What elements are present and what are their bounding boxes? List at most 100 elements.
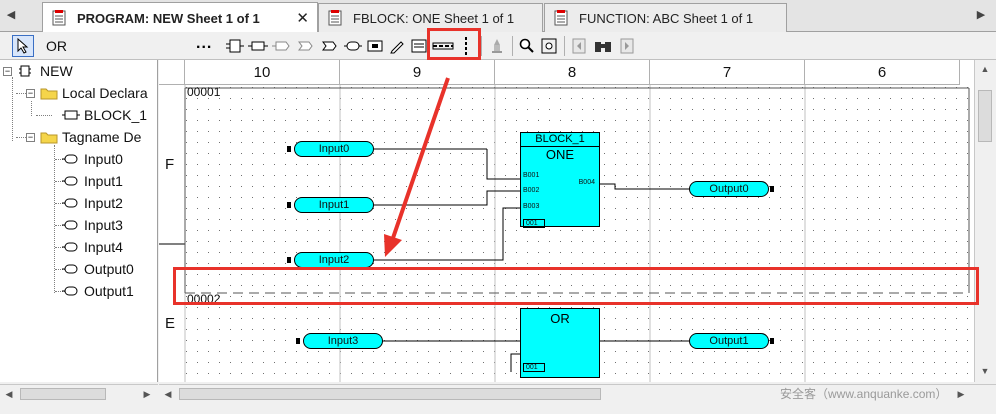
scroll-up-icon[interactable]: ▲ <box>980 64 990 74</box>
scroll-thumb[interactable] <box>20 388 106 400</box>
vertical-line-button[interactable] <box>459 35 473 57</box>
tree-label: Input2 <box>84 195 123 211</box>
tree-connector <box>36 115 52 116</box>
input-tag[interactable]: Input2 <box>294 252 374 268</box>
tree-label: Output0 <box>84 261 134 277</box>
tree-connector <box>16 137 28 138</box>
tree-item-tagname-declarations[interactable]: Tagname De <box>40 126 141 148</box>
draw-wire-button[interactable] <box>387 35 407 57</box>
select-pointer-button[interactable] <box>12 35 34 57</box>
prev-sheet-button[interactable] <box>570 35 588 57</box>
scroll-thumb[interactable] <box>179 388 601 400</box>
comment-button[interactable] <box>409 35 429 57</box>
canvas-vertical-scrollbar[interactable]: ▲ ▼ <box>974 60 996 382</box>
input-tag[interactable]: Input3 <box>303 333 383 349</box>
tree-item-tag[interactable]: Input3 <box>62 214 123 236</box>
close-icon[interactable]: ✕ <box>296 10 309 27</box>
function-sheet-icon <box>553 10 569 26</box>
tag-oval-button[interactable] <box>343 35 363 57</box>
tab-function-abc[interactable]: FUNCTION: ABC Sheet 1 of 1 <box>544 3 787 32</box>
toolbar: ... <box>0 32 996 60</box>
tab-program-new[interactable]: PROGRAM: NEW Sheet 1 of 1 ✕ <box>42 2 318 33</box>
block-name-input[interactable] <box>42 35 188 56</box>
tree-item-tag[interactable]: Input1 <box>62 170 123 192</box>
variable-in-button[interactable] <box>271 35 293 57</box>
tree-item-root[interactable]: NEW <box>18 60 73 82</box>
tab-scroll-left-icon[interactable]: ◀ <box>6 9 16 21</box>
find-button[interactable] <box>592 35 614 57</box>
column-header: 7 <box>650 60 805 85</box>
block-type-name: OR <box>550 311 570 326</box>
program-icon <box>18 64 36 78</box>
tag-oval-out-icon <box>62 284 80 298</box>
tree-connector <box>55 203 67 204</box>
block-type-name: ONE <box>545 147 575 162</box>
browse-button[interactable]: ... <box>196 35 213 52</box>
next-sheet-button[interactable] <box>618 35 636 57</box>
input-tag[interactable]: Input0 <box>294 141 374 157</box>
tree-label: Input0 <box>84 151 123 167</box>
constant-button[interactable] <box>365 35 385 57</box>
tree-item-tag[interactable]: Input4 <box>62 236 123 258</box>
tag-oval-icon <box>62 218 80 232</box>
function-block-or[interactable]: OR 001 <box>520 308 600 378</box>
tree-horizontal-scrollbar[interactable]: ◀ ▶ <box>0 384 158 402</box>
output-tag[interactable]: Output0 <box>689 181 769 197</box>
tab-label: FBLOCK: ONE Sheet 1 of 1 <box>353 10 515 26</box>
scroll-left-icon[interactable]: ◀ <box>164 389 172 399</box>
tree-connector <box>12 77 13 141</box>
horizontal-line-button[interactable] <box>431 35 455 57</box>
tab-label: FUNCTION: ABC Sheet 1 of 1 <box>579 10 754 26</box>
tab-bar: ◀ PROGRAM: NEW Sheet 1 of 1 ✕ FBLOCK: ON… <box>0 0 996 33</box>
tag-oval-icon <box>62 240 80 254</box>
input-tag[interactable]: Input1 <box>294 197 374 213</box>
toolbar-separator <box>512 36 513 56</box>
diagram-canvas[interactable]: 10 9 8 7 6 F E 00001 00002 Input0 Input1… <box>159 60 974 382</box>
block-icon <box>226 39 244 53</box>
collapse-local-icon[interactable]: − <box>26 88 35 98</box>
block-pin: B001 <box>523 172 540 179</box>
tree-item-tag[interactable]: Input2 <box>62 192 123 214</box>
compile-button[interactable] <box>486 35 508 57</box>
tree-item-tag[interactable]: Input0 <box>62 148 123 170</box>
oval-icon <box>344 41 362 51</box>
function-block-one[interactable]: BLOCK_1 ONE B001 B002 B003 B004 001 <box>520 132 600 228</box>
binoculars-icon <box>595 42 611 52</box>
column-header: 8 <box>495 60 650 85</box>
scroll-thumb[interactable] <box>978 90 992 142</box>
canvas-horizontal-scrollbar[interactable]: ◀ ▶ <box>159 384 996 402</box>
tree-item-tag[interactable]: Output0 <box>62 258 134 280</box>
tree-label: Local Declara <box>62 85 148 101</box>
tree-item-tag[interactable]: Output1 <box>62 280 134 302</box>
function-block-button[interactable] <box>225 35 245 57</box>
block-pin: B003 <box>523 203 540 210</box>
scroll-down-icon[interactable]: ▼ <box>980 366 990 376</box>
tree-label: Input3 <box>84 217 123 233</box>
tree-connector <box>55 247 67 248</box>
tab-label: PROGRAM: NEW Sheet 1 of 1 <box>77 10 260 26</box>
tab-scroll-right-icon[interactable]: ▶ <box>976 9 986 21</box>
collapse-tagname-icon[interactable]: − <box>26 132 35 142</box>
scroll-right-icon[interactable]: ▶ <box>957 389 965 399</box>
tree-item-block[interactable]: BLOCK_1 <box>62 104 147 126</box>
dashed-line-icon <box>432 42 454 50</box>
constant-icon <box>367 40 383 52</box>
input-tag-button[interactable] <box>247 35 269 57</box>
chevron-right-icon <box>620 38 634 54</box>
zoom-button[interactable] <box>517 35 537 57</box>
tree-label: Output1 <box>84 283 134 299</box>
connector-button[interactable] <box>319 35 341 57</box>
highlight-box-toolbar <box>427 28 481 60</box>
scroll-right-icon[interactable]: ▶ <box>143 389 151 399</box>
zoom-fit-button[interactable] <box>539 35 559 57</box>
scroll-left-icon[interactable]: ◀ <box>5 389 13 399</box>
folder-icon <box>40 86 58 100</box>
collapse-root-icon[interactable]: − <box>3 66 12 76</box>
column-header: 10 <box>185 60 340 85</box>
tab-fblock-one[interactable]: FBLOCK: ONE Sheet 1 of 1 <box>318 3 543 32</box>
tree-label: Input4 <box>84 239 123 255</box>
tree-item-local-declarations[interactable]: Local Declara <box>40 82 148 104</box>
output-tag[interactable]: Output1 <box>689 333 769 349</box>
variable-out-button[interactable] <box>295 35 317 57</box>
